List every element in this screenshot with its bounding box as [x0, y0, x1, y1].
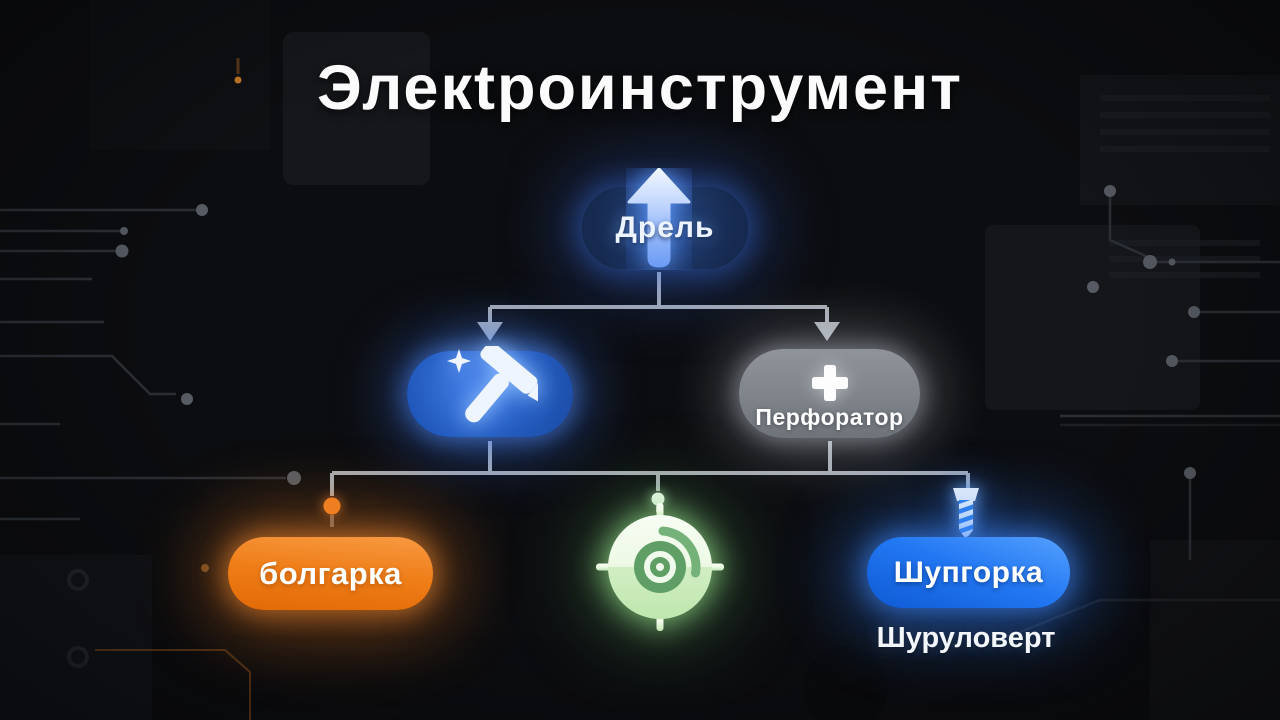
- screw-icon: [949, 486, 983, 542]
- drill-label: Дрель: [615, 211, 715, 244]
- plus-icon: [811, 364, 848, 401]
- shupgorka-label: Шупгорка: [893, 555, 1044, 589]
- page-title: Элекtроинструмент: [316, 53, 964, 123]
- shupgorka-caption: Шуруловерт: [876, 622, 1056, 654]
- hammer-node: [407, 346, 573, 437]
- bolgarka-label: болгарка: [259, 555, 402, 591]
- hammer-icon: [447, 346, 538, 423]
- drill-node: Дрель: [582, 168, 748, 269]
- perforator-node: Перфоратор: [739, 349, 920, 438]
- bolgarka-node: болгарка: [228, 537, 433, 610]
- grinding-disc-icon: [596, 503, 724, 631]
- shupgorka-node: Шупгорка: [867, 537, 1070, 608]
- disc-node: [585, 492, 735, 642]
- perforator-label: Перфоратор: [755, 403, 904, 430]
- arrow-up-icon: [626, 168, 692, 270]
